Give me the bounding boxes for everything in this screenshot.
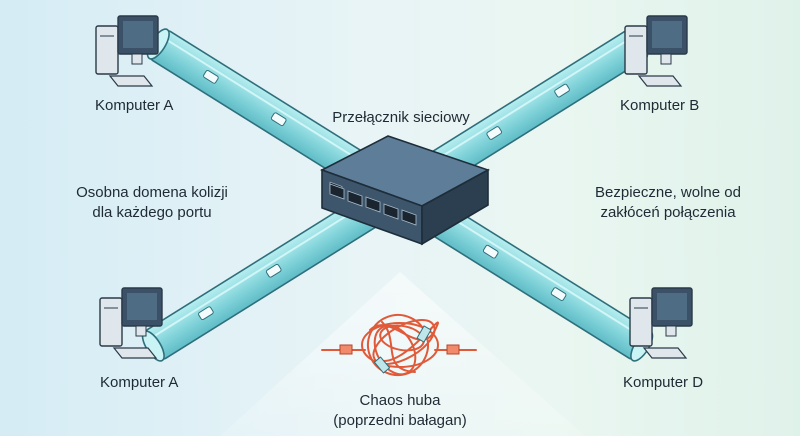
computer-icon <box>99 287 163 359</box>
right-note-line2: zakłóceń połączenia <box>600 204 736 221</box>
hub-title-line2: (poprzedni bałagan) <box>333 412 467 429</box>
computer-icon <box>629 287 693 359</box>
left-note-line2: dla każdego portu <box>92 204 212 221</box>
computer-b-label: Komputer B <box>620 97 700 114</box>
computer-d-label: Komputer D <box>623 374 704 391</box>
tangled-cable-icon <box>321 314 477 376</box>
network-switch-icon <box>320 135 490 246</box>
switch-title-label: Przełącznik sieciowy <box>332 109 470 126</box>
computer-a-top-label: Komputer A <box>95 97 174 114</box>
computer-a-bottom-label: Komputer A <box>100 374 179 391</box>
computer-icon <box>95 15 159 87</box>
hub-title-line1: Chaos huba <box>359 392 441 409</box>
left-note-line1: Osobna domena kolizji <box>76 184 228 201</box>
computer-icon <box>624 15 688 87</box>
right-note-line1: Bezpieczne, wolne od <box>595 184 741 201</box>
